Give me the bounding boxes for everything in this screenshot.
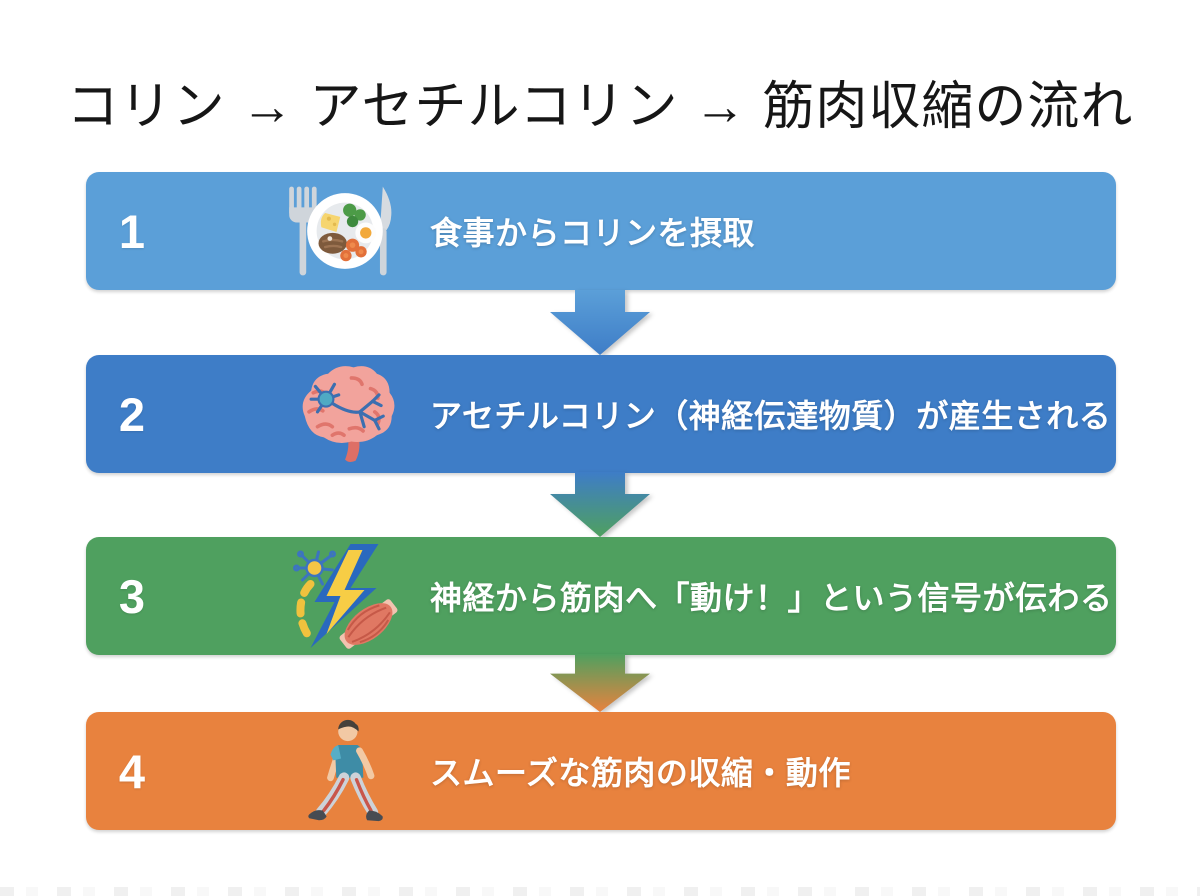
step-label-3: 神経から筋肉へ「動け！」という信号が伝わる — [430, 580, 1113, 616]
step-number-1: 1 — [118, 204, 146, 258]
down-arrow-3 — [550, 654, 650, 712]
step-row-1: 1 — [86, 172, 1116, 290]
step-row-4: 4 — [86, 712, 1116, 830]
down-arrow-1 — [550, 290, 650, 355]
step-label-4: スムーズな筋肉の収縮・動作 — [430, 755, 851, 791]
step-number-2: 2 — [118, 387, 146, 441]
nerve-signal-muscle-icon — [264, 537, 424, 655]
meal-plate-icon — [264, 172, 424, 290]
step-row-3: 3 — [86, 537, 1116, 655]
page-title: コリン → アセチルコリン → 筋肉収縮の流れ — [66, 78, 1134, 136]
walking-person-icon — [264, 712, 424, 830]
step-label-2: アセチルコリン（神経伝達物質）が産生される — [430, 398, 1112, 434]
down-arrow-2 — [550, 472, 650, 537]
step-number-3: 3 — [118, 569, 146, 623]
step-row-2: 2 — [86, 355, 1116, 473]
bottom-edge-artifact — [0, 887, 1200, 896]
brain-neuron-icon — [264, 355, 424, 473]
step-label-1: 食事からコリンを摂取 — [430, 215, 756, 251]
step-number-4: 4 — [118, 744, 146, 798]
